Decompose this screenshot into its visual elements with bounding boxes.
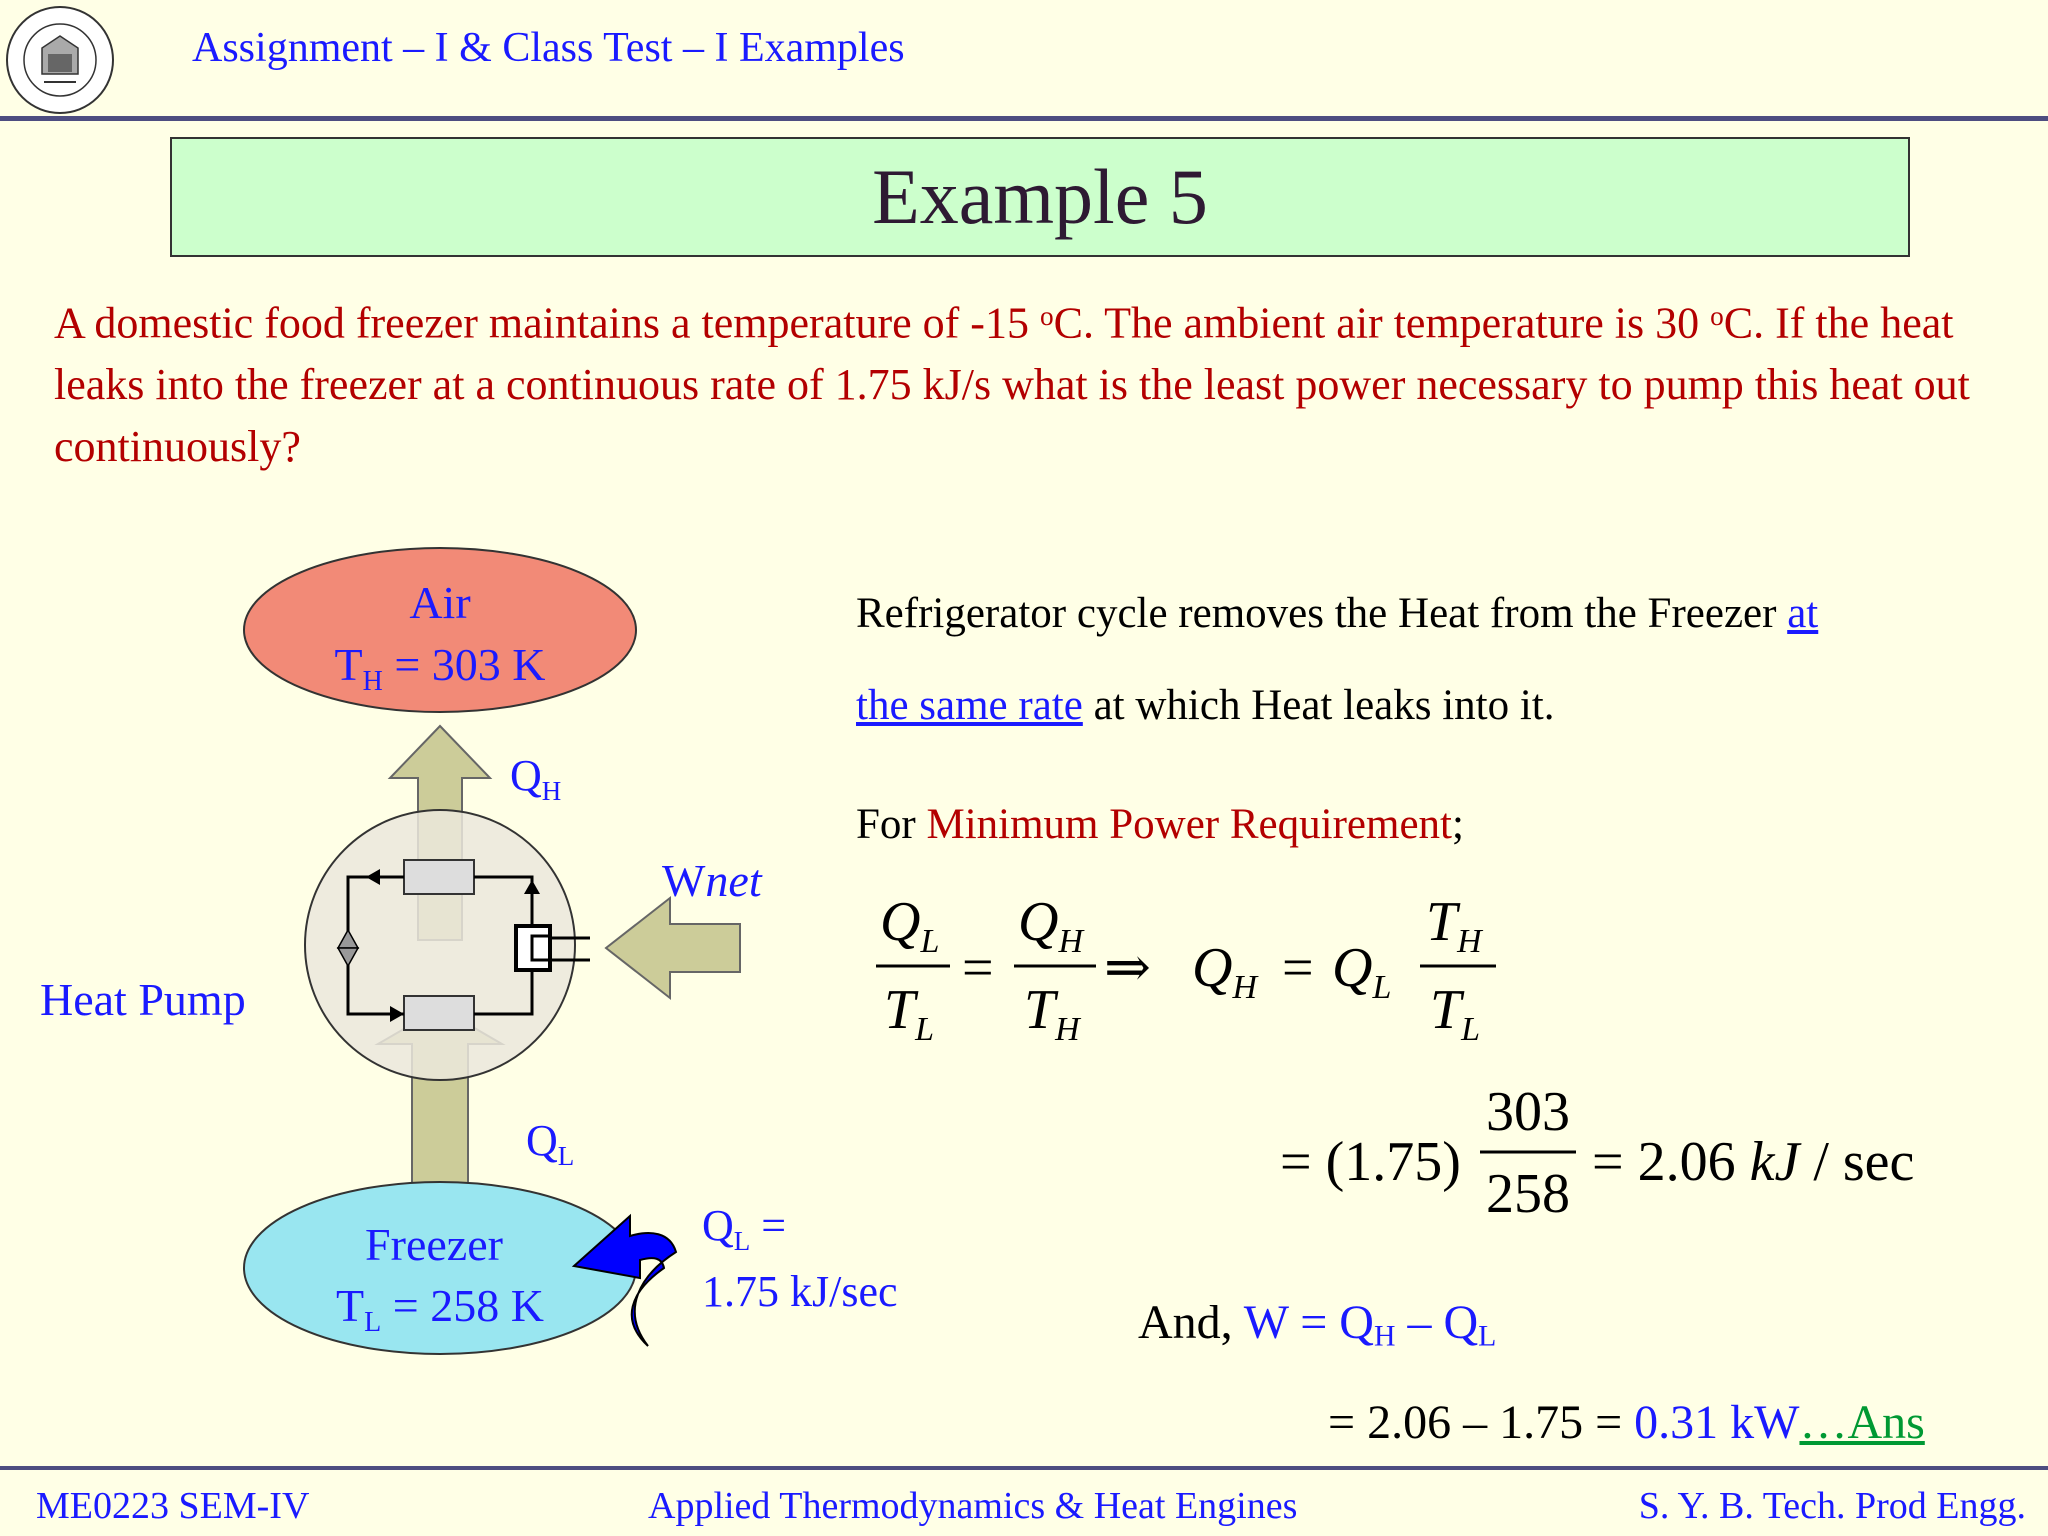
- result-line: = 2.06 – 1.75 = 0.31 kW…Ans: [1328, 1395, 1925, 1450]
- ql-label: QL: [526, 1116, 574, 1171]
- explanation-plain-1: Refrigerator cycle removes the Heat from…: [856, 590, 1788, 637]
- leak-rate-label: QL =: [702, 1201, 786, 1256]
- svg-text:258: 258: [1486, 1163, 1570, 1225]
- min-power-suffix: ;: [1451, 801, 1464, 848]
- problem-part-3: C. If the heat leaks into the freezer at…: [54, 298, 1970, 472]
- svg-text:=: =: [962, 937, 994, 999]
- leak-rate-value: 1.75 kJ/sec: [702, 1267, 898, 1316]
- air-reservoir: [243, 547, 637, 713]
- answer-link[interactable]: …Ans: [1799, 1396, 1925, 1449]
- evaporator-block: [403, 995, 475, 1031]
- result-value: 0.31 kW: [1634, 1396, 1800, 1449]
- and-prefix: And,: [1138, 1296, 1244, 1349]
- sub-h: H: [1373, 1319, 1396, 1353]
- title-box: Example 5: [170, 137, 1910, 257]
- work-input-arrow: [604, 895, 741, 1001]
- tl-label: TL = 258 K: [336, 1280, 544, 1338]
- problem-part-1: A domestic food freezer maintains a temp…: [54, 298, 1040, 348]
- carnot-formula: QL TL = QH TH ⇒ QH = QL TH TL: [876, 891, 1496, 1048]
- qh-label: QH: [510, 751, 561, 806]
- explanation-link-2[interactable]: the same rate: [856, 682, 1083, 729]
- explanation-link-1[interactable]: at: [1787, 590, 1819, 637]
- wnet-label: Wnet: [662, 855, 763, 906]
- institute-logo: [6, 6, 114, 114]
- footer-course-code: ME0223 SEM-IV: [36, 1485, 310, 1527]
- heat-pump-diagram: Air TH = 303 K Freezer TL = 258 K QH Wne…: [40, 547, 898, 1355]
- heat-leak-arrow: [571, 1213, 678, 1347]
- result-prefix: = 2.06 – 1.75 =: [1328, 1396, 1635, 1449]
- air-label: Air: [409, 577, 470, 628]
- header-divider: [0, 116, 2048, 121]
- min-power-prefix: For: [856, 801, 927, 848]
- svg-text:QL: QL: [880, 891, 939, 960]
- footer-course-title: Applied Thermodynamics & Heat Engines: [648, 1485, 1298, 1527]
- header-title: Assignment – I & Class Test – I Examples: [192, 25, 905, 71]
- min-power-line: For Minimum Power Requirement;: [856, 800, 1464, 849]
- svg-text:303: 303: [1486, 1081, 1570, 1143]
- problem-part-2: C. The ambient air temperature is 30: [1053, 298, 1711, 348]
- footer-divider: [0, 1466, 2048, 1470]
- freezer-label: Freezer: [365, 1219, 503, 1270]
- th-label: TH = 303 K: [334, 639, 545, 697]
- svg-text:TH: TH: [1024, 979, 1082, 1048]
- svg-text:QH: QH: [1192, 937, 1259, 1006]
- min-power-highlight: Minimum Power Requirement: [926, 801, 1452, 848]
- minus-ql: – Q: [1395, 1296, 1479, 1349]
- work-equation: And, W = QH – QL: [1138, 1295, 1496, 1353]
- sub-l: L: [1478, 1319, 1497, 1353]
- svg-text:QH: QH: [1018, 891, 1085, 960]
- svg-text:TH: TH: [1426, 891, 1484, 960]
- heat-pump-label: Heat Pump: [40, 974, 246, 1025]
- svg-text:= (1.75): = (1.75): [1280, 1131, 1461, 1193]
- work-expression: W = Q: [1243, 1296, 1374, 1349]
- slide-title: Example 5: [872, 153, 1208, 240]
- problem-statement: A domestic food freezer maintains a temp…: [54, 285, 2014, 478]
- degree-mark: o: [1039, 301, 1054, 331]
- degree-mark: o: [1710, 301, 1724, 331]
- explanation-text: Refrigerator cycle removes the Heat from…: [856, 568, 2026, 752]
- svg-text:= 2.06 kJ / sec: = 2.06 kJ / sec: [1592, 1131, 1914, 1193]
- numeric-substitution: = (1.75) 303 258 = 2.06 kJ / sec: [1280, 1081, 1914, 1225]
- explanation-plain-2: at which Heat leaks into it.: [1082, 682, 1555, 729]
- svg-text:TL: TL: [884, 979, 934, 1048]
- svg-text:⇒: ⇒: [1104, 937, 1151, 999]
- svg-text:=: =: [1282, 937, 1314, 999]
- condenser-block: [403, 859, 475, 895]
- svg-text:QL: QL: [1332, 937, 1391, 1006]
- footer-program: S. Y. B. Tech. Prod Engg.: [1638, 1485, 2026, 1527]
- svg-text:TL: TL: [1430, 979, 1480, 1048]
